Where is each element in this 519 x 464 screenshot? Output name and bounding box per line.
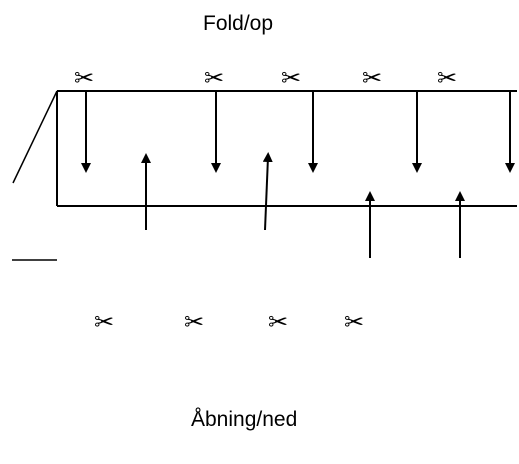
top-label-fold-op: Fold/op [203,12,274,35]
scissors-icon: ✂ [94,308,114,336]
scissors-icon: ✂ [437,64,457,92]
scissors-icon: ✂ [281,64,301,92]
scissors-icon: ✂ [184,308,204,336]
diagonal-fold-line [12,90,58,184]
scissors-icon: ✂ [362,64,382,92]
scissors-icon: ✂ [344,308,364,336]
bottom-label-aabning-ned: Åbning/ned [191,408,298,431]
scissors-icon: ✂ [204,64,224,92]
up-arrow [262,152,273,231]
scissors-icon: ✂ [268,308,288,336]
scissors-icon: ✂ [74,64,94,92]
